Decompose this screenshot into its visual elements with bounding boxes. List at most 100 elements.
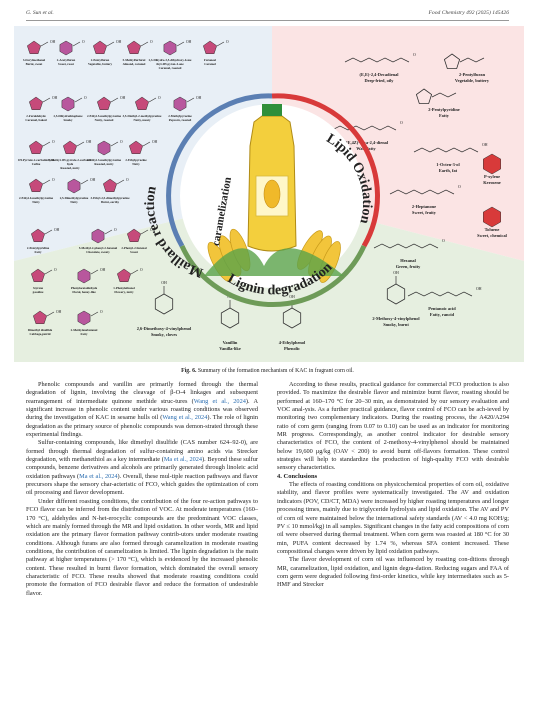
atom-label: OH <box>86 140 92 144</box>
atom-label: OH <box>186 40 192 44</box>
atom-label: O <box>52 140 55 144</box>
compound-odor: Sweet, chemical <box>477 233 508 238</box>
compound-odor: Caramel, roasted <box>159 66 182 70</box>
chain <box>389 189 455 195</box>
compound-odor: Sweet, fruity <box>412 210 437 215</box>
compound-name: Styrene <box>33 286 44 290</box>
compound-odor: Smoky <box>63 118 73 122</box>
compound-maillard: OH2,3-Dihydro-3,5-dihydroxy-6-methyl-4H-… <box>149 40 192 70</box>
compound-odor: Caramel <box>204 62 216 66</box>
compound-odor: Almond, caramel <box>123 62 146 66</box>
compound-odor: Popcorn, roasted <box>169 118 192 122</box>
bond <box>106 41 115 47</box>
ring-structure-icon <box>203 40 217 54</box>
atom-label: OH <box>100 268 106 272</box>
compound-name: 2,5-Dihydrothiophene <box>54 114 84 118</box>
maillard-ring-arc <box>166 93 273 248</box>
compound-name: (E,E)-2,4-Decadienal <box>359 72 399 77</box>
bond <box>186 97 195 103</box>
ring-structure-icon <box>27 40 41 54</box>
compound-name: Vanillin <box>223 340 238 345</box>
compound-odor: Coffee <box>32 162 41 166</box>
atom-label: OH <box>116 40 122 44</box>
ring-structure-icon <box>93 40 107 54</box>
bottle-cap <box>262 104 282 116</box>
ring-structure-icon <box>127 40 141 54</box>
atom-label: OH <box>150 228 156 232</box>
citation-link[interactable]: Ma et al., 2024 <box>79 472 118 480</box>
header-rule <box>26 20 509 21</box>
ring-structure-icon <box>103 178 117 192</box>
ring-structure-icon <box>282 307 302 329</box>
bond <box>176 41 185 47</box>
compound-odor: Earth, fat <box>439 168 458 173</box>
bond <box>74 97 83 103</box>
bond <box>142 141 151 147</box>
citation-link[interactable]: Ma et al., 2024 <box>163 456 203 464</box>
bond <box>116 179 125 185</box>
ring-structure-icon <box>443 53 461 69</box>
compound-name-cont: hyde <box>67 162 74 166</box>
compound-name: 2,6-Dimethoxy-4-vinylphenol <box>137 326 192 331</box>
ring-structure-icon <box>163 40 177 56</box>
lipid-ring-arc <box>271 93 380 248</box>
compound-name: 5-Methyl-2-phenyl-2-hexenal <box>79 246 117 250</box>
compound-odor: Nutty, meaty <box>133 118 150 122</box>
ring-structure-icon <box>386 283 406 305</box>
compound-odor: Sweet <box>130 250 139 254</box>
paragraph-conclusions-2: The flavor development of corn oil was i… <box>277 556 509 589</box>
atom-label: O <box>158 96 161 100</box>
text-run: ). A significant increase in phenolic co… <box>26 397 258 422</box>
text-run: Phenolic compounds and vanillin are prim… <box>26 381 258 405</box>
right-text-column: According to these results, practical gu… <box>277 381 509 590</box>
bond <box>42 141 51 147</box>
compound-name: 3-Furylmethanol <box>23 58 45 62</box>
atom-label: O <box>120 140 123 144</box>
text-run: ). Beyond these sulfur compounds, benzen… <box>26 456 258 480</box>
compound-name: 2-Methylpyrazine <box>168 114 192 118</box>
chain <box>413 147 479 153</box>
compound-odor: Flowery, nutty <box>114 290 134 294</box>
chain <box>407 291 473 297</box>
atom-label: OH <box>120 96 126 100</box>
compound-name: 3,5-Diethyl-2-methylpyrazine <box>123 114 162 118</box>
ring-structure-icon <box>117 268 131 282</box>
ring-structure-icon <box>173 96 187 112</box>
atom-label: O <box>100 310 103 314</box>
compound-name: Phenylacetaldehyde <box>71 286 98 290</box>
compound-odor: Fatty <box>80 332 87 336</box>
paragraph-lignin-phenolics: Phenolic compounds and vanillin are prim… <box>26 381 258 439</box>
text-run: Sulfur-containing compounds, like dimeth… <box>26 439 258 464</box>
bond <box>148 97 157 103</box>
citation-link[interactable]: Wang et al., 2024 <box>193 397 246 405</box>
atom-label: OH <box>50 40 56 44</box>
compound-odor: Phenolic <box>284 346 300 351</box>
compound-name: 2-Phenyl-2-butenal <box>121 246 146 250</box>
left-text-column: Phenolic compounds and vanillin are prim… <box>26 381 258 598</box>
compound-name: (2E,4Z)-deca-2,4-dienal <box>344 140 389 145</box>
compound-odor: Fatty, rancid <box>430 312 455 317</box>
ring-structure-icon <box>33 310 47 324</box>
citation-link[interactable]: Wang et al., 2024 <box>162 414 208 422</box>
bond <box>44 229 53 235</box>
compound-odor: Nutty <box>70 200 78 204</box>
compound-name: Hexanal <box>400 258 416 263</box>
atom-label: OH <box>161 281 167 285</box>
